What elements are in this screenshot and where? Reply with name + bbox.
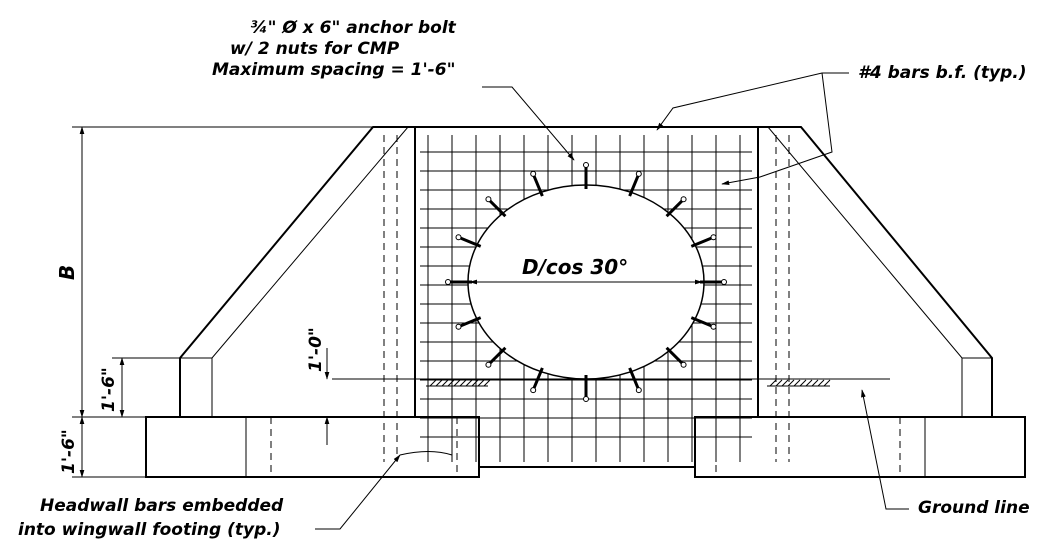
anchor-bolt: [485, 196, 507, 218]
ground-hatch: [805, 379, 813, 387]
anchor-bolt: [455, 316, 482, 330]
ground-hatch: [435, 379, 443, 387]
anchor-bolt: [665, 196, 687, 218]
ground-hatch: [471, 379, 479, 387]
ground-hatch: [453, 379, 461, 387]
anchor-bolt: [690, 234, 717, 248]
anchor-bolt-text-2: w/ 2 nuts for CMP: [230, 39, 400, 59]
anchor-bolt: [628, 170, 642, 197]
headwall-bars-text-1: Headwall bars embedded: [40, 496, 284, 516]
ground-hatch: [465, 379, 473, 387]
anchor-bolt-callout: ¾" Ø x 6" anchor bolt w/ 2 nuts for CMP …: [212, 18, 575, 161]
anchor-bolt: [665, 346, 687, 368]
anchor-bolt: [530, 170, 544, 197]
pipe-dimension-mask: [522, 256, 648, 278]
ground-hatch: [477, 379, 485, 387]
ground-hatch: [811, 379, 819, 387]
wingwall-right: [758, 126, 993, 417]
headwall-bars-text-2: into wingwall footing (typ.): [18, 520, 280, 540]
dimension-cover-label: 1'-0": [306, 327, 326, 372]
dimension-footing-label: 1'-6": [59, 429, 79, 474]
dimension-wall: 1'-6": [99, 357, 180, 418]
anchor-bolt: [700, 279, 727, 285]
anchor-bolt: [485, 346, 507, 368]
dimension-b-label: B: [55, 265, 79, 280]
footing-right: [694, 416, 1026, 478]
ground-hatch: [775, 379, 783, 387]
ground-hatch: [429, 379, 437, 387]
dimension-footing: 1'-6": [59, 416, 146, 478]
dimension-cover: 1'-0": [306, 327, 330, 445]
ground-hatch: [793, 379, 801, 387]
anchor-bolt: [455, 234, 482, 248]
bars-callout-text: #4 bars b.f. (typ.): [858, 63, 1026, 83]
ground-hatch: [483, 379, 491, 387]
ground-hatch: [817, 379, 825, 387]
ground-hatch: [787, 379, 795, 387]
anchor-bolt: [583, 162, 589, 189]
ground-hatch: [447, 379, 455, 387]
ground-line-callout: Ground line: [861, 389, 1030, 518]
wingwall-left: [179, 126, 415, 417]
anchor-bolt-text-1: ¾" Ø x 6" anchor bolt: [250, 18, 457, 38]
ground-line-text: Ground line: [918, 498, 1030, 518]
dimension-b: B: [55, 126, 373, 418]
anchor-bolt: [690, 316, 717, 330]
anchor-bolt-text-3: Maximum spacing = 1'-6": [212, 60, 455, 80]
ground-hatch: [823, 379, 831, 387]
pipe-dimension-label: D/cos 30°: [522, 255, 628, 279]
ground-hatch: [459, 379, 467, 387]
ground-hatch: [769, 379, 777, 387]
headwall-bars-callout: Headwall bars embedded into wingwall foo…: [18, 451, 453, 540]
ground-hatch: [441, 379, 449, 387]
ground-line: [332, 378, 890, 387]
footing-left: [145, 416, 480, 478]
dimension-wall-label: 1'-6": [99, 367, 119, 412]
anchor-bolts: [445, 162, 727, 402]
headwall: [383, 126, 790, 462]
anchor-bolt: [445, 279, 472, 285]
ground-hatch: [781, 379, 789, 387]
ground-hatch: [799, 379, 807, 387]
bars-callout: #4 bars b.f. (typ.): [656, 63, 1026, 186]
